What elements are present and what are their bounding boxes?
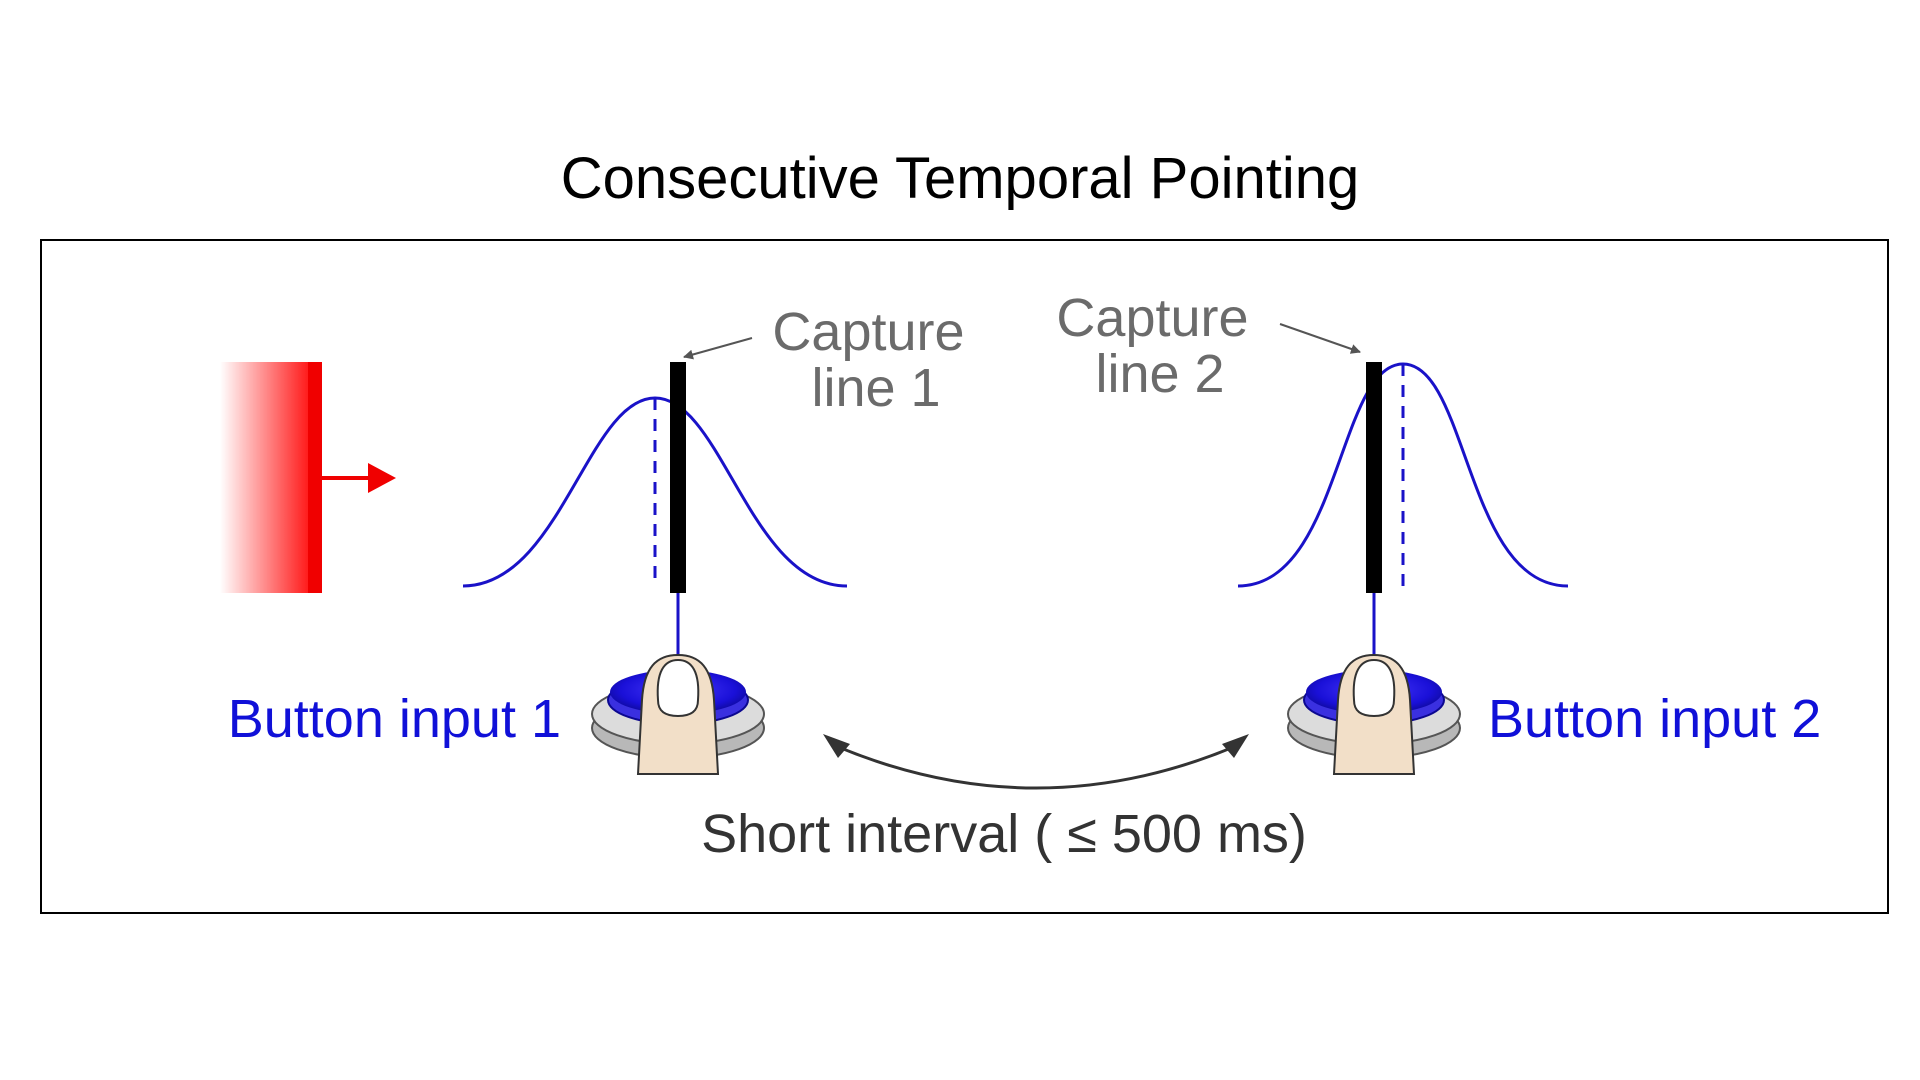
- capture-line-2-bar: [1366, 362, 1382, 593]
- capture-line-1-bar: [670, 362, 686, 593]
- short-interval-label: Short interval ( ≤ 500 ms): [701, 804, 1307, 864]
- capture-line-1-label: Capture line 1: [772, 302, 979, 418]
- moving-target-icon: [220, 362, 396, 593]
- capture-line-2-label-number: line 2: [1095, 344, 1224, 404]
- finger-2-icon: [1332, 653, 1416, 775]
- capture-line-2-label-word: Capture: [1056, 288, 1248, 348]
- button-input-1-label: Button input 1: [228, 689, 561, 749]
- finger-1-icon: [636, 653, 720, 775]
- interval-arrow-icon: [823, 734, 1249, 790]
- capture-line-1-label-word: Capture: [772, 302, 964, 362]
- button-input-2-label: Button input 2: [1488, 689, 1821, 749]
- capture-line-1-pointer-arrow: [683, 337, 753, 360]
- diagram-title: Consecutive Temporal Pointing: [561, 146, 1360, 211]
- diagram-frame: [40, 239, 1889, 914]
- capture-line-2-pointer-arrow: [1279, 323, 1361, 354]
- capture-line-1-label-number: line 1: [811, 358, 940, 418]
- capture-line-2-label: Capture line 2: [1056, 288, 1263, 404]
